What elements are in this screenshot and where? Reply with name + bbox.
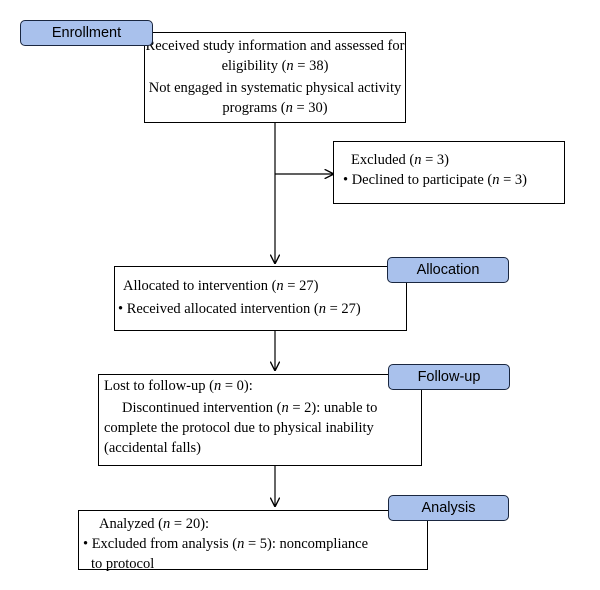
- excluded-box: Excluded (n = 3) • Declined to participa…: [333, 141, 565, 204]
- eligibility-line-2: eligibility (n = 38): [221, 58, 329, 74]
- followup-line-3: complete the protocol due to physical in…: [104, 420, 374, 436]
- eligibility-line-3: Not engaged in systematic physical activ…: [148, 80, 402, 96]
- analyzed-line-2: • Excluded from analysis (n = 5): noncom…: [83, 536, 369, 552]
- excluded-line-1: Excluded (n = 3): [351, 152, 449, 168]
- stage-label-enrollment: Enrollment: [20, 20, 153, 46]
- stage-label-allocation: Allocation: [387, 257, 509, 283]
- allocated-line-2: • Received allocated intervention (n = 2…: [118, 301, 361, 317]
- followup-box: Lost to follow-up (n = 0): Discontinued …: [98, 374, 422, 466]
- followup-line-2: Discontinued intervention (n = 2): unabl…: [122, 400, 378, 416]
- followup-line-1: Lost to follow-up (n = 0):: [104, 378, 253, 394]
- analyzed-box: Analyzed (n = 20): • Excluded from analy…: [78, 510, 428, 572]
- eligibility-line-4: programs (n = 30): [222, 100, 328, 116]
- analyzed-line-3: to protocol: [91, 556, 155, 572]
- eligibility-box: Received study information and assessed …: [144, 32, 406, 123]
- allocated-line-1: Allocated to intervention (n = 27): [123, 278, 319, 294]
- stage-label-analysis: Analysis: [388, 495, 509, 521]
- excluded-line-2: • Declined to participate (n = 3): [343, 172, 527, 188]
- analyzed-line-1: Analyzed (n = 20):: [99, 516, 210, 532]
- eligibility-line-1: Received study information and assessed …: [145, 38, 405, 54]
- stage-label-followup: Follow-up: [388, 364, 510, 390]
- allocated-box: Allocated to intervention (n = 27) • Rec…: [114, 266, 407, 331]
- followup-line-4: (accidental falls): [104, 440, 202, 456]
